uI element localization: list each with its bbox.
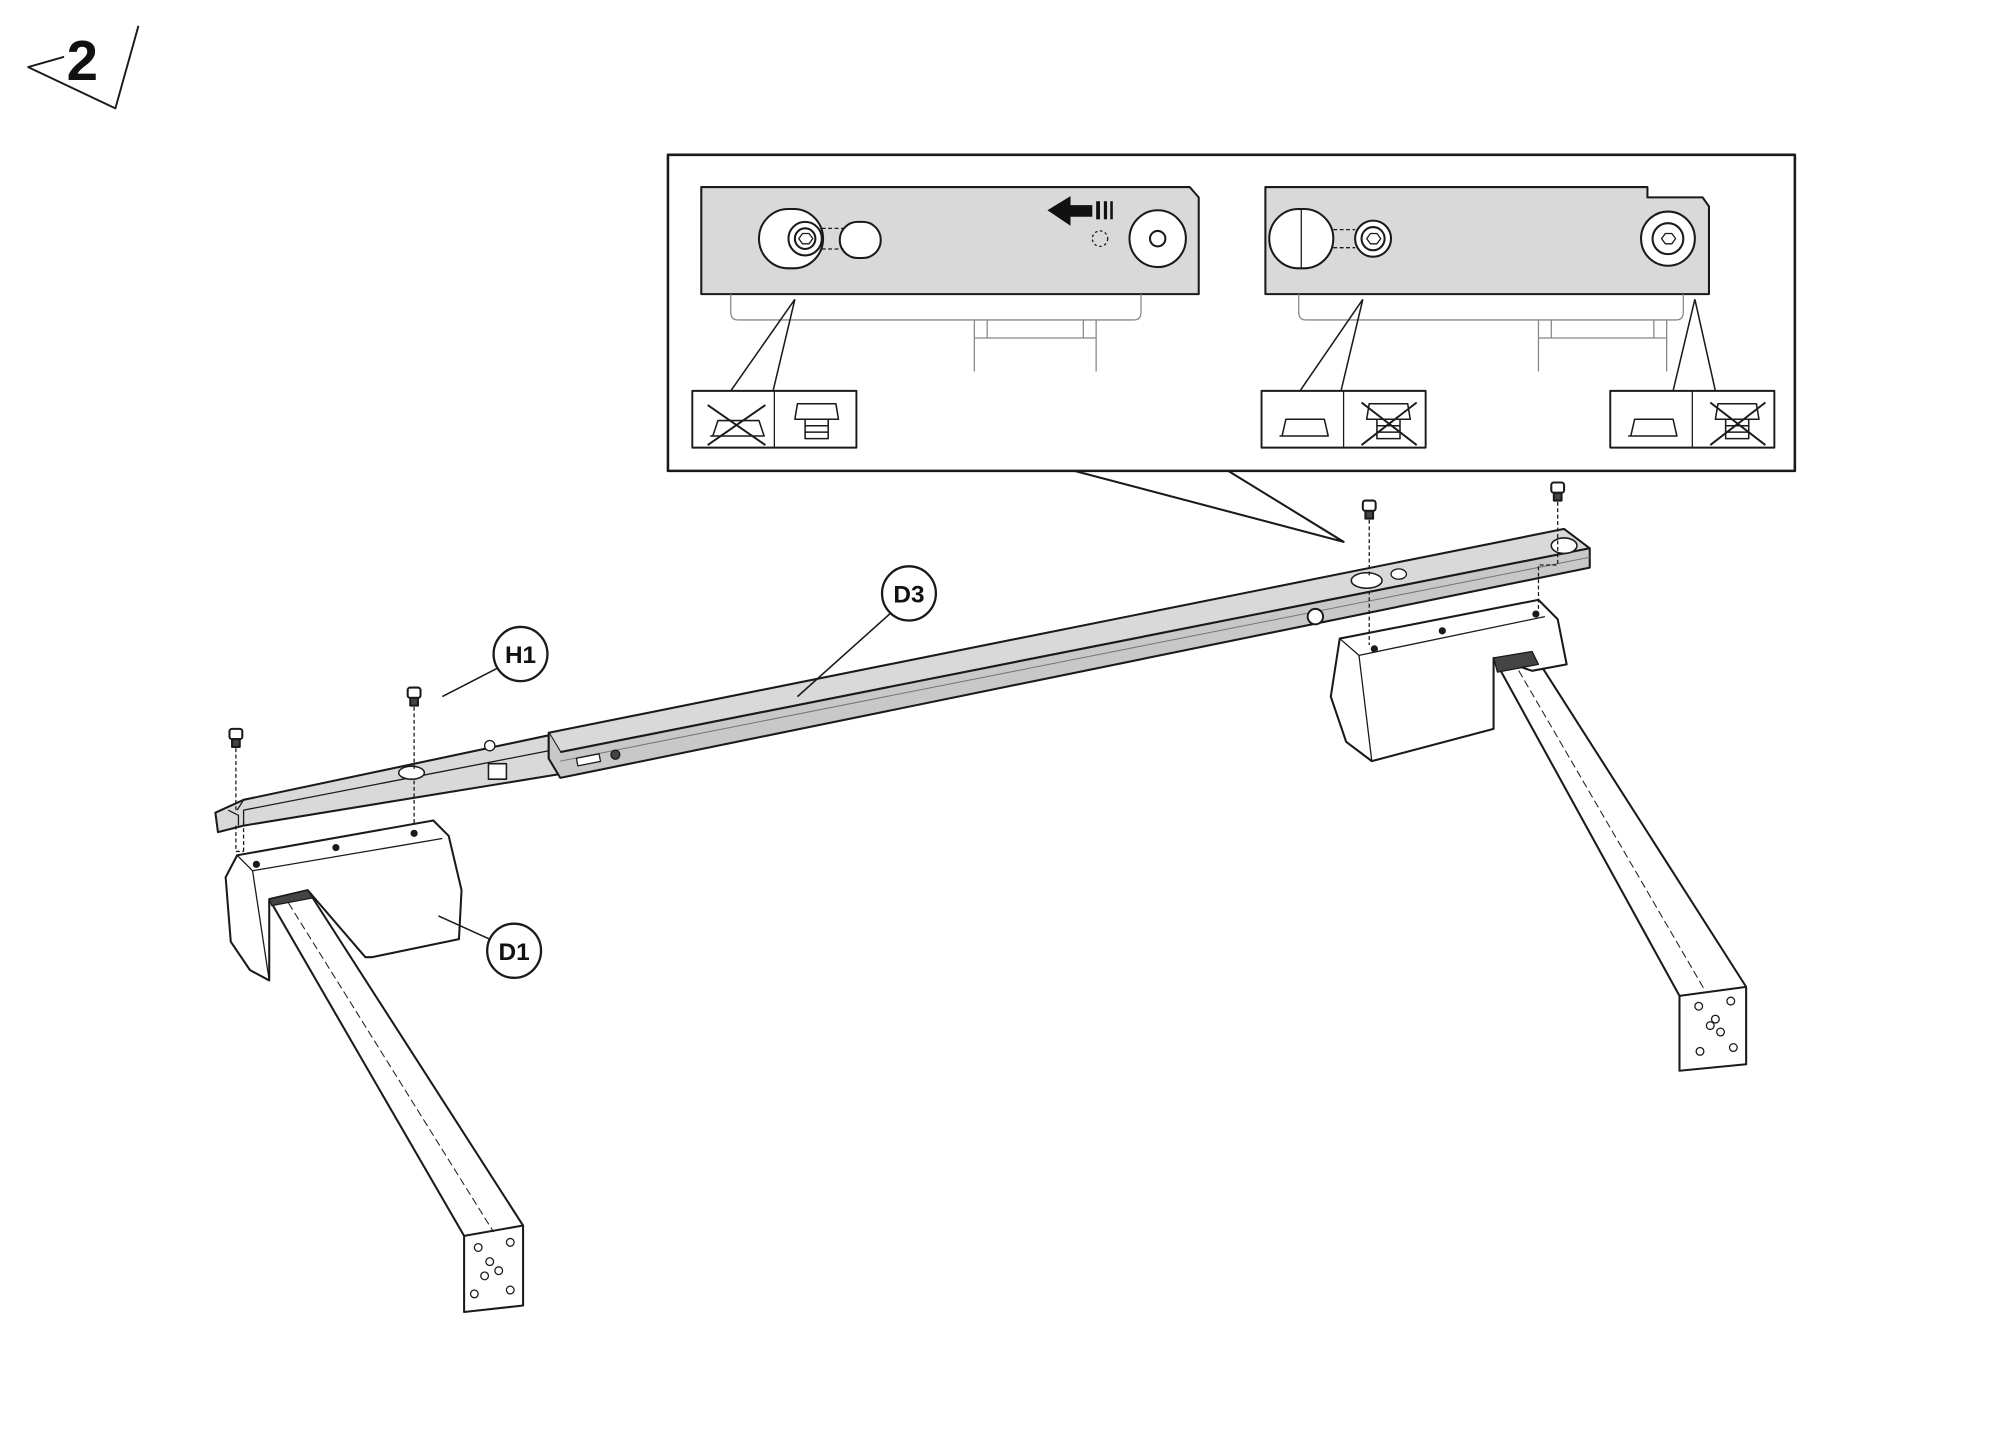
svg-text:D3: D3	[893, 581, 924, 608]
detail-left-rail	[691, 186, 1200, 449]
screw-icon	[406, 686, 422, 707]
correct-incorrect-icons	[691, 389, 858, 449]
cross-mark-icon	[707, 404, 766, 446]
step-number: 2	[67, 29, 98, 92]
rail-clip	[487, 762, 508, 780]
correct-incorrect-icons	[1260, 389, 1776, 449]
leg-foot-plate	[1694, 996, 1738, 1056]
slot-hole	[838, 220, 882, 260]
label-d3: D3	[796, 565, 938, 698]
beam-d3	[214, 527, 1591, 834]
screw-icon	[794, 403, 840, 440]
left-leg	[224, 819, 525, 1313]
screws-h1	[228, 481, 1566, 853]
screw-icon	[228, 727, 244, 748]
svg-text:H1: H1	[505, 642, 536, 669]
label-h1: H1	[441, 625, 549, 698]
detail-right-rail	[1260, 186, 1776, 449]
detail-callout	[666, 153, 1797, 543]
screw-icon	[1361, 499, 1377, 520]
svg-text:D1: D1	[499, 939, 530, 966]
step-marker: 2	[27, 25, 140, 110]
right-leg	[1329, 598, 1748, 1072]
screw-icon	[1550, 481, 1566, 502]
callout-pointer	[1074, 469, 1345, 543]
slide-arrow-icon	[1047, 196, 1113, 226]
bolt-head-icon	[787, 220, 823, 257]
flat-head-icon	[710, 419, 765, 437]
label-d1: D1	[438, 915, 543, 980]
step-triangle-icon	[27, 25, 140, 110]
